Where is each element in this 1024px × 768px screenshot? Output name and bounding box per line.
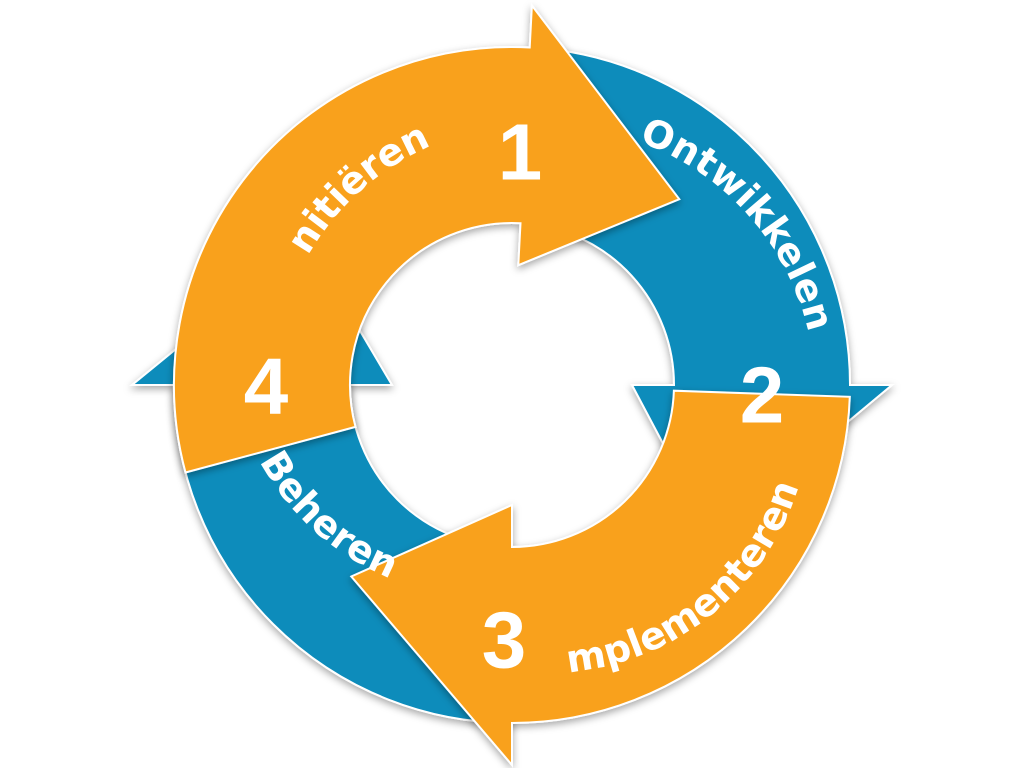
phase-1-arrow [172,2,681,474]
phase-4-number: 4 [244,342,289,431]
phase-2-number: 2 [740,351,785,440]
phase-3-number: 3 [482,596,527,685]
phase-3-arrow [349,389,851,768]
phase-1-number: 1 [498,108,543,197]
